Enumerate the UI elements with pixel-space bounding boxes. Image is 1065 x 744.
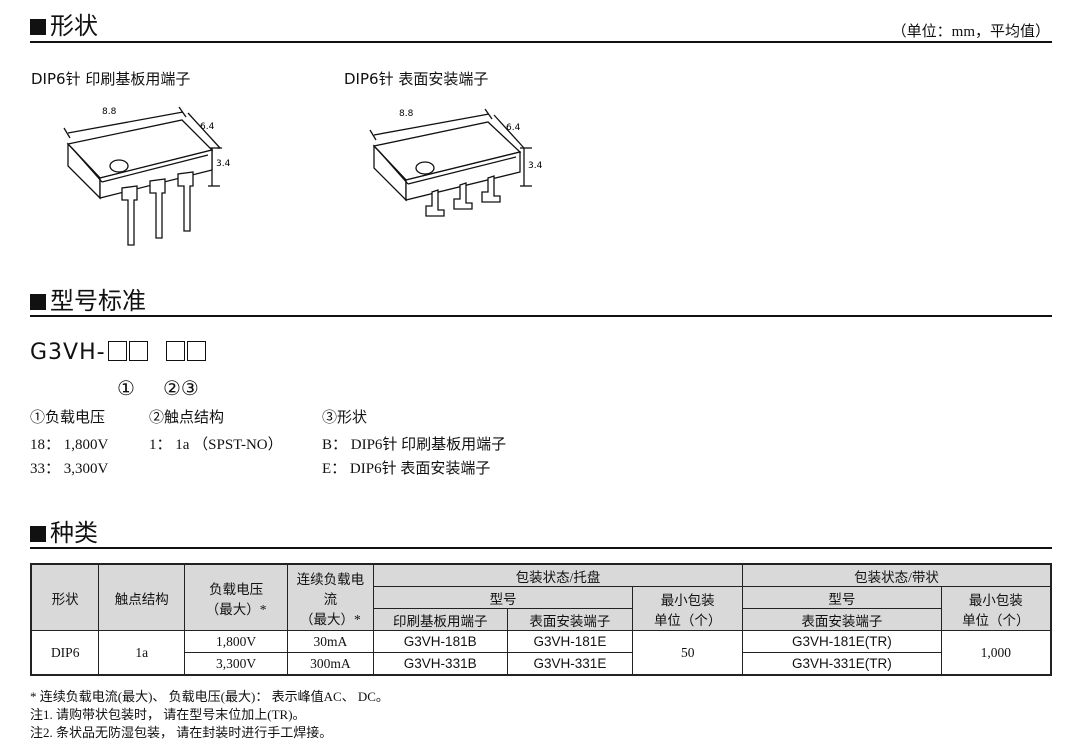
header-contact: 触点结构 <box>98 563 186 631</box>
dip6-pcb-package-drawing: 8.8 6.4 3.4 <box>63 106 231 246</box>
placeholder-box <box>186 341 206 361</box>
section-rule <box>30 315 1052 317</box>
header-shape: 形状 <box>30 563 100 631</box>
cell-voltage: 3,300V <box>184 652 288 676</box>
cell-tape-model: G3VH-331E(TR) <box>742 652 942 676</box>
marker-1: ① <box>117 376 135 400</box>
header-model-tape: 型号 <box>742 586 942 609</box>
caption-smd-terminal: DIP6针 表面安装端子 <box>344 70 489 88</box>
table-row: DIP6 1a 1,800V 30mA G3VH-181B G3VH-181E … <box>30 630 1052 676</box>
header-pcb: 印刷基板用端子 <box>372 608 508 631</box>
marker-2-3: ②③ <box>163 376 199 400</box>
footnote-1: 注1. 请购带状包装时， 请在型号末位加上(TR)。 <box>30 707 306 722</box>
cell-tape-model: G3VH-181E(TR) <box>742 630 942 653</box>
section-title-shape: 形状 <box>30 12 98 40</box>
dip6-smd-package-drawing: 8.8 6.4 3.4 <box>369 108 543 217</box>
footnote-asterisk: * 连续负载电流(最大)、 负载电压(最大)： 表示峰值AC、 DC。 <box>30 689 389 704</box>
cell-tray-min: 50 <box>632 630 744 676</box>
cell-smd-model: G3VH-331E <box>506 652 634 676</box>
cell-shape: DIP6 <box>30 630 100 676</box>
model-code: G3VH- <box>30 340 206 365</box>
table-row: 3,300V 300mA G3VH-331B G3VH-331E G3VH-33… <box>31 652 1051 676</box>
section-title-types: 种类 <box>30 519 98 547</box>
header-smd: 表面安装端子 <box>506 608 634 631</box>
dim-height-label: 3.4 <box>528 161 543 171</box>
spec-load-voltage: ①负载电压 18： 1,800V 33： 3,300V <box>30 410 109 477</box>
section-rule <box>30 547 1052 549</box>
header-tray-group: 包装状态/托盘 <box>372 563 744 587</box>
cell-current: 30mA <box>286 630 374 653</box>
dim-height-label: 3.4 <box>216 159 231 169</box>
dim-width-label: 6.4 <box>506 123 521 133</box>
placeholder-box <box>165 341 185 361</box>
square-bullet-icon <box>30 526 46 542</box>
cell-voltage: 1,800V <box>184 630 288 653</box>
dim-length-label: 8.8 <box>399 109 414 119</box>
cell-tape-min: 1,000 <box>940 630 1052 676</box>
placeholder-box <box>107 341 127 361</box>
cell-pcb-model: G3VH-331B <box>372 652 508 676</box>
header-smd-tape: 表面安装端子 <box>742 608 942 631</box>
square-bullet-icon <box>30 19 46 35</box>
header-min-pack-tray: 最小包装 单位（个） <box>632 586 744 631</box>
section-title-model: 型号标准 <box>30 287 146 315</box>
dim-width-label: 6.4 <box>200 122 215 132</box>
cell-contact: 1a <box>98 630 186 676</box>
square-bullet-icon <box>30 294 46 310</box>
footnote-2: 注2. 条状品无防湿包装， 请在封装时进行手工焊接。 <box>30 725 333 740</box>
header-min-pack-tape: 最小包装 单位（个） <box>940 586 1052 631</box>
caption-pcb-terminal: DIP6针 印刷基板用端子 <box>31 70 191 88</box>
header-model-tray: 型号 <box>372 586 634 609</box>
placeholder-box <box>128 341 148 361</box>
dim-length-label: 8.8 <box>102 107 117 117</box>
cell-pcb-model: G3VH-181B <box>372 630 508 653</box>
spec-shape: ③形状 B： DIP6针 印刷基板用端子 E： DIP6针 表面安装端子 <box>322 410 507 477</box>
cell-current: 300mA <box>286 652 374 676</box>
spec-contact-structure: ②触点结构 1： 1a （SPST-NO） <box>149 410 283 453</box>
header-load-current: 连续负载电流 （最大）* <box>286 563 374 631</box>
cell-smd-model: G3VH-181E <box>506 630 634 653</box>
section-rule <box>30 41 1052 43</box>
unit-note: （单位：mm，平均值） <box>891 24 1050 40</box>
header-tape-group: 包装状态/带状 <box>742 563 1052 587</box>
header-load-voltage: 负载电压 （最大）* <box>184 563 288 631</box>
product-types-table: 形状 触点结构 负载电压 （最大）* 连续负载电流 （最大）* 包装状态/托盘 … <box>30 563 1052 676</box>
